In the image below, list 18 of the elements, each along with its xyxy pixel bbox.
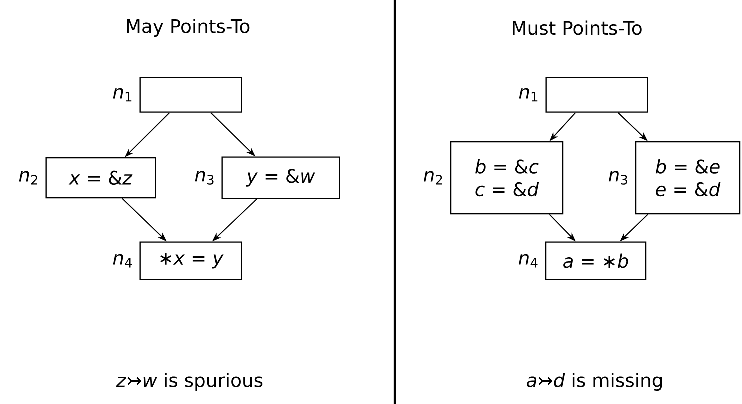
node-label: n$_{1}$: [113, 88, 132, 102]
panel-title: May Points-To: [127, 18, 250, 38]
caption: z↣w is spurious: [116, 372, 263, 392]
node-label: n$_{2}$: [424, 171, 442, 185]
node-label: n$_{3}$: [608, 171, 628, 185]
statement-box: ∗x = y: [140, 242, 242, 280]
node-label: n$_{3}$: [195, 171, 214, 185]
statement-box: a = ∗b: [545, 242, 647, 280]
statement-box: b = &c c = &d: [450, 141, 564, 215]
node-label: n$_{4}$: [518, 254, 538, 268]
node-label: n$_{2}$: [19, 171, 38, 185]
panel-title: Must Points-To: [513, 20, 642, 36]
caption: a↣d is missing: [527, 372, 662, 392]
statement-box: b = &e e = &d: [635, 141, 741, 215]
statement-box: y = &w: [222, 156, 340, 200]
node-label: n$_{4}$: [113, 254, 132, 268]
node-label: n$_{1}$: [519, 88, 538, 102]
statement-box: x = &z: [46, 157, 156, 199]
